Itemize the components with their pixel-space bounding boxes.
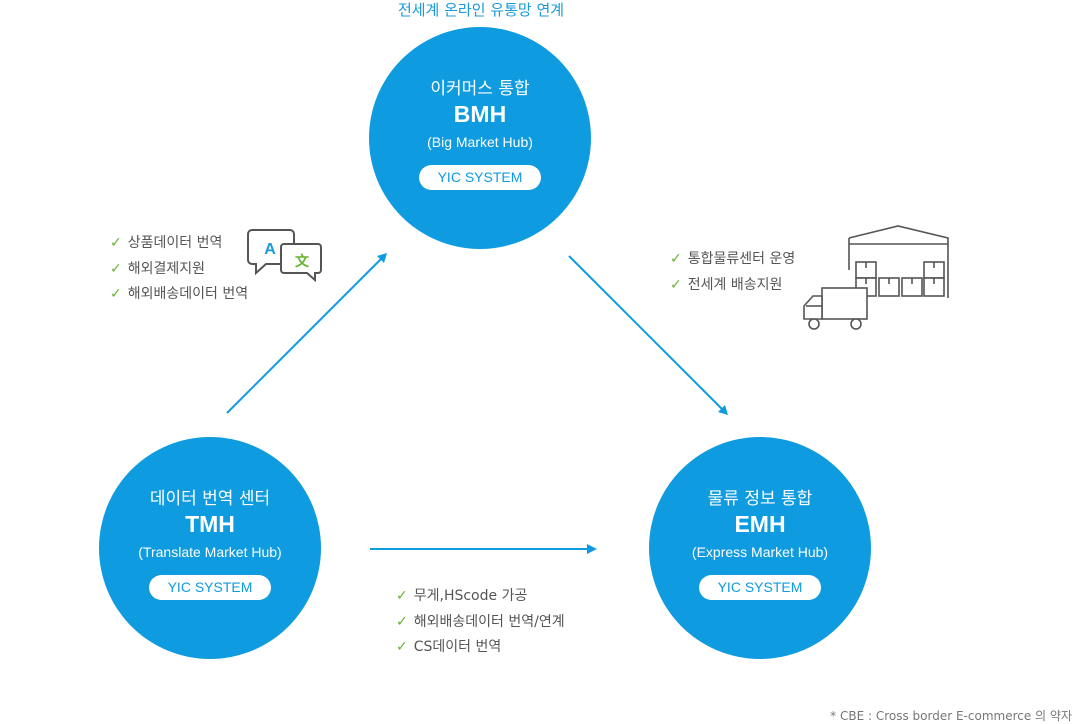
tmh-korean-title: 데이터 번역 센터	[149, 489, 271, 509]
list-item: ✓ 전세계 배송지원	[670, 273, 795, 299]
bmh-abbreviation: BMH	[453, 101, 507, 127]
list-item-label: 무게,HScode 가공	[413, 588, 528, 604]
emh-abbreviation: EMH	[734, 511, 786, 537]
list-item: ✓ 해외결제지원	[110, 257, 248, 283]
tmh-abbreviation: TMH	[185, 511, 235, 537]
check-icon: ✓	[110, 286, 122, 302]
list-item: ✓ 통합물류센터 운영	[670, 247, 795, 273]
list-item-label: 전세계 배송지원	[687, 276, 783, 293]
tmh-hub-circle: 데이터 번역 센터 TMH (Translate Market Hub) YIC…	[99, 437, 321, 659]
bmh-hub-circle: 이커머스 통합 BMH (Big Market Hub) YIC SYSTEM	[369, 27, 591, 249]
list-item: ✓ 해외배송데이터 번역/연계	[396, 610, 565, 636]
emh-system-badge: YIC SYSTEM	[699, 575, 821, 600]
check-icon: ✓	[670, 251, 682, 267]
arrow-tmh-to-emh	[370, 544, 597, 554]
top-caption: 전세계 온라인 유통망 연계	[397, 1, 565, 19]
bmh-english-name: (Big Market Hub)	[427, 134, 533, 150]
check-icon: ✓	[110, 260, 122, 277]
check-icon: ✓	[110, 235, 122, 251]
bmh-system-badge: YIC SYSTEM	[419, 165, 541, 190]
list-item-label: 해외배송데이터 번역/연계	[413, 613, 565, 630]
bmh-korean-title: 이커머스 통합	[430, 79, 530, 99]
list-item-label: 해외결제지원	[127, 260, 206, 277]
tmh-english-name: (Translate Market Hub)	[138, 544, 282, 560]
list-item: ✓ CS데이터 번역	[396, 635, 565, 661]
check-icon: ✓	[670, 276, 682, 293]
list-item-label: 해외배송데이터 번역	[127, 286, 249, 302]
arrow-bmh-to-emh	[568, 255, 728, 415]
tmh-system-badge: YIC SYSTEM	[149, 575, 271, 600]
emh-korean-title: 물류 정보 통합	[707, 489, 813, 509]
logistics-checklist: ✓ 통합물류센터 운영 ✓ 전세계 배송지원	[670, 247, 795, 298]
list-item-label: CS데이터 번역	[413, 639, 502, 655]
emh-hub-circle: 물류 정보 통합 EMH (Express Market Hub) YIC SY…	[649, 437, 871, 659]
translate-icon: A 文	[247, 229, 322, 283]
footnote: * CBE : Cross border E-commerce 의 약자	[830, 709, 1072, 723]
arrow-tmh-to-bmh	[226, 253, 387, 414]
list-item: ✓ 상품데이터 번역	[110, 231, 248, 257]
translation-checklist: ✓ 상품데이터 번역 ✓ 해외결제지원 ✓ 해외배송데이터 번역	[110, 231, 248, 308]
translate-icon-latin: A	[264, 241, 276, 258]
list-item: ✓ 해외배송데이터 번역	[110, 282, 248, 308]
emh-english-name: (Express Market Hub)	[691, 544, 829, 560]
check-icon: ✓	[396, 613, 408, 630]
check-icon: ✓	[396, 588, 408, 604]
list-item: ✓ 무게,HScode 가공	[396, 584, 565, 610]
check-icon: ✓	[396, 639, 408, 655]
list-item-label: 상품데이터 번역	[127, 235, 223, 251]
warehouse-icon	[848, 225, 949, 298]
list-item-label: 통합물류센터 운영	[687, 251, 796, 267]
truck-icon	[803, 287, 868, 330]
translate-icon-cjk: 文	[295, 253, 310, 270]
data-checklist: ✓ 무게,HScode 가공 ✓ 해외배송데이터 번역/연계 ✓ CS데이터 번역	[396, 584, 565, 661]
